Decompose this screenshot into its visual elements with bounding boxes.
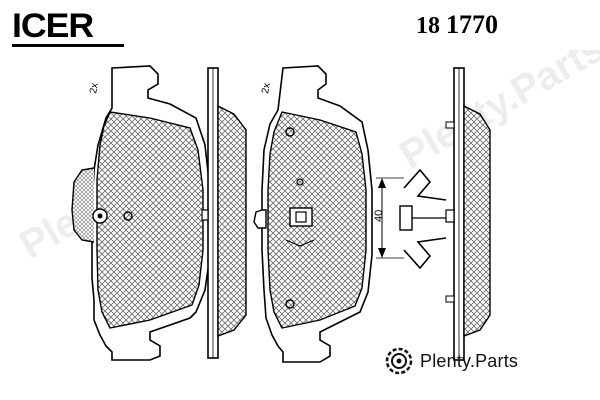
dimension-value: 40 bbox=[373, 210, 385, 222]
right-pad-side-tab-bottom bbox=[445, 295, 455, 303]
right-pad-rivet-mid bbox=[296, 178, 304, 186]
left-pad-side-clip bbox=[201, 209, 209, 221]
plenty-parts-watermark: Plenty.Parts bbox=[384, 346, 518, 376]
right-pad-rivet-bottom bbox=[285, 299, 295, 309]
left-pad-lug bbox=[71, 167, 95, 243]
spring-clip-upper-arm bbox=[403, 168, 447, 201]
left-pad-quantity: 2x bbox=[88, 82, 101, 94]
left-pad-side-view bbox=[201, 67, 247, 359]
logo-underline bbox=[12, 44, 124, 47]
brand-logo-text: ICER bbox=[12, 7, 94, 45]
part-number-main: 1770 bbox=[446, 10, 498, 39]
left-pad-friction-lining bbox=[96, 111, 204, 329]
right-pad-side-lining bbox=[463, 104, 491, 338]
right-pad-rivet-top bbox=[285, 127, 295, 137]
gear-icon bbox=[385, 347, 413, 375]
right-pad-clip-mount bbox=[289, 207, 313, 227]
left-pad-front-view: 2x bbox=[71, 65, 211, 361]
left-pad-pin-hole bbox=[123, 211, 133, 221]
brand-logo: ICER bbox=[12, 8, 94, 44]
right-pad-side-tab-top bbox=[445, 121, 455, 129]
left-pad-wear-indicator-hole bbox=[97, 213, 103, 219]
clip-dimension: 40 bbox=[373, 177, 404, 259]
spring-clip bbox=[399, 168, 447, 270]
right-pad-clip-slot bbox=[295, 211, 307, 223]
watermark-text-right: Plenty.Parts bbox=[393, 50, 600, 178]
right-pad-spring-arc bbox=[285, 239, 315, 247]
part-number-prefix: 18 bbox=[416, 13, 440, 39]
spring-clip-lower-arm bbox=[403, 237, 447, 270]
left-pad-side-lining bbox=[217, 104, 247, 338]
dimension-arrow-bottom bbox=[378, 248, 386, 258]
right-pad-quantity: 2x bbox=[260, 82, 273, 94]
right-pad-friction-lining bbox=[267, 111, 367, 329]
dimension-arrow-top bbox=[378, 178, 386, 188]
right-pad-front-view: 2x bbox=[253, 65, 373, 363]
spring-clip-body bbox=[399, 205, 413, 231]
right-pad-side-clip bbox=[445, 209, 455, 223]
brake-pad-drawing: Plenty.Parts Plenty.Parts 2x 2x bbox=[13, 50, 600, 363]
right-pad-side-tab bbox=[253, 209, 267, 229]
plenty-parts-text: Plenty.Parts bbox=[420, 350, 519, 371]
right-pad-side-view bbox=[445, 67, 491, 361]
